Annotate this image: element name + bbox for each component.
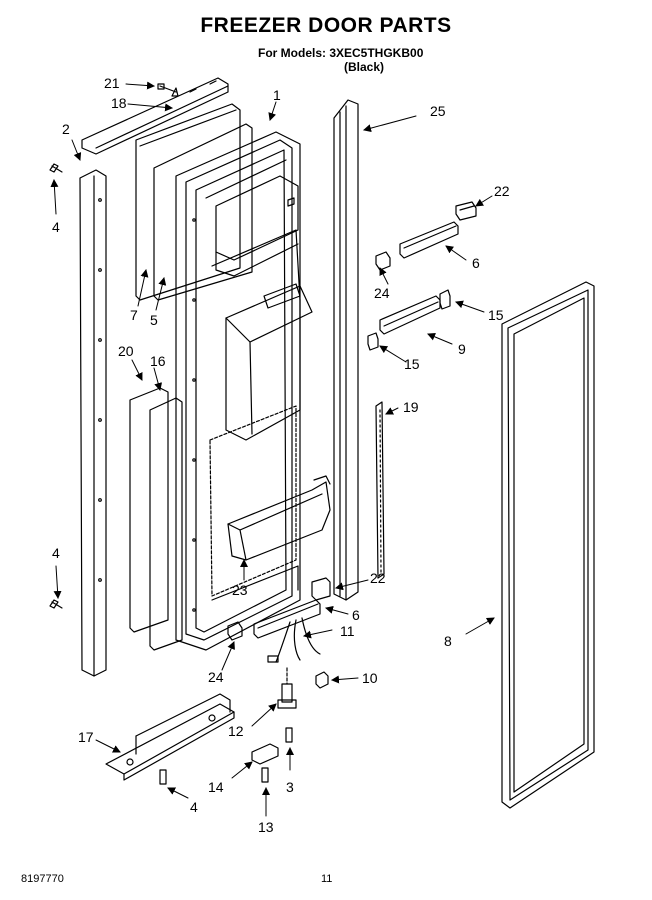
callout-6-lower: 6	[352, 607, 360, 623]
callout-11: 11	[340, 623, 355, 639]
callout-21: 21	[104, 75, 120, 91]
callout-4-lower: 4	[190, 799, 198, 815]
part-15-end-cap-lower	[367, 332, 379, 351]
part-10-screw	[315, 671, 329, 689]
color-line: (Black)	[344, 60, 385, 74]
part-15-end-cap-upper	[439, 289, 451, 310]
callout-18: 18	[111, 95, 127, 111]
callout-labels: 21 18 1 2 4 25 22 6 7 5 24 15 9 15 20 16…	[52, 75, 510, 835]
callout-14: 14	[208, 779, 224, 795]
part-9-rail	[379, 295, 441, 335]
callout-13: 13	[258, 819, 274, 835]
callout-8: 8	[444, 633, 452, 649]
callout-9: 9	[458, 341, 466, 357]
part-22-clip-upper	[455, 201, 477, 221]
callout-10: 10	[362, 670, 378, 686]
callout-7: 7	[130, 307, 138, 323]
part-14-hinge-block	[251, 743, 279, 765]
part-23-door-bin	[227, 475, 331, 561]
part-21-screw	[157, 83, 179, 97]
part-4-screw-bottom	[159, 769, 167, 785]
part-24-end-cap-upper	[375, 251, 391, 271]
part-1-door-liner	[175, 131, 313, 651]
callout-23: 23	[232, 582, 248, 598]
part-6-rail-upper	[399, 221, 459, 259]
part-20-panel	[129, 387, 169, 633]
callout-15-upper: 15	[488, 307, 504, 323]
page-title: FREEZER DOOR PARTS	[200, 14, 452, 37]
part-25-breaker-strip	[333, 99, 359, 601]
part-18-top-cap	[81, 77, 229, 155]
callout-1: 1	[273, 87, 281, 103]
callout-16: 16	[150, 353, 166, 369]
callout-22-lower: 22	[370, 570, 386, 586]
part-13-screw	[261, 767, 269, 783]
part-16-panel	[149, 397, 183, 651]
part-2-side-trim	[79, 169, 107, 677]
callout-5: 5	[150, 312, 158, 328]
callout-6-upper: 6	[472, 255, 480, 271]
part-22-clip-lower	[311, 577, 331, 601]
part-6-rail-lower	[253, 599, 321, 639]
callout-22-upper: 22	[494, 183, 510, 199]
part-11-wire-harness	[267, 617, 321, 663]
callout-24-lower: 24	[208, 669, 224, 685]
part-8-gasket	[501, 281, 595, 809]
callout-17: 17	[78, 729, 94, 745]
part-24-end-cap-lower	[227, 621, 243, 641]
part-5-panel	[153, 123, 253, 301]
part-17-bottom-hinge	[105, 693, 235, 781]
callout-19: 19	[403, 399, 419, 415]
part-4-screw-upper	[49, 163, 63, 173]
callout-3: 3	[286, 779, 294, 795]
page-number: 11	[321, 873, 333, 885]
part-3-screw	[285, 727, 293, 743]
callout-2: 2	[62, 121, 70, 137]
callout-12: 12	[228, 723, 244, 739]
callout-4-upper: 4	[52, 219, 60, 235]
part-12-hinge-pin	[277, 667, 297, 709]
callout-25: 25	[430, 103, 446, 119]
part-4-screw-lower	[49, 599, 63, 609]
models-line: For Models: 3XEC5THGKB00	[258, 46, 424, 60]
part-19-channel	[375, 401, 385, 579]
callout-leaders	[50, 81, 495, 817]
callout-4-middle: 4	[52, 545, 60, 561]
document-number: 8197770	[21, 873, 64, 885]
part-7-panel	[135, 103, 241, 301]
callout-24-upper: 24	[374, 285, 390, 301]
callout-15-lower: 15	[404, 356, 420, 372]
callout-20: 20	[118, 343, 134, 359]
